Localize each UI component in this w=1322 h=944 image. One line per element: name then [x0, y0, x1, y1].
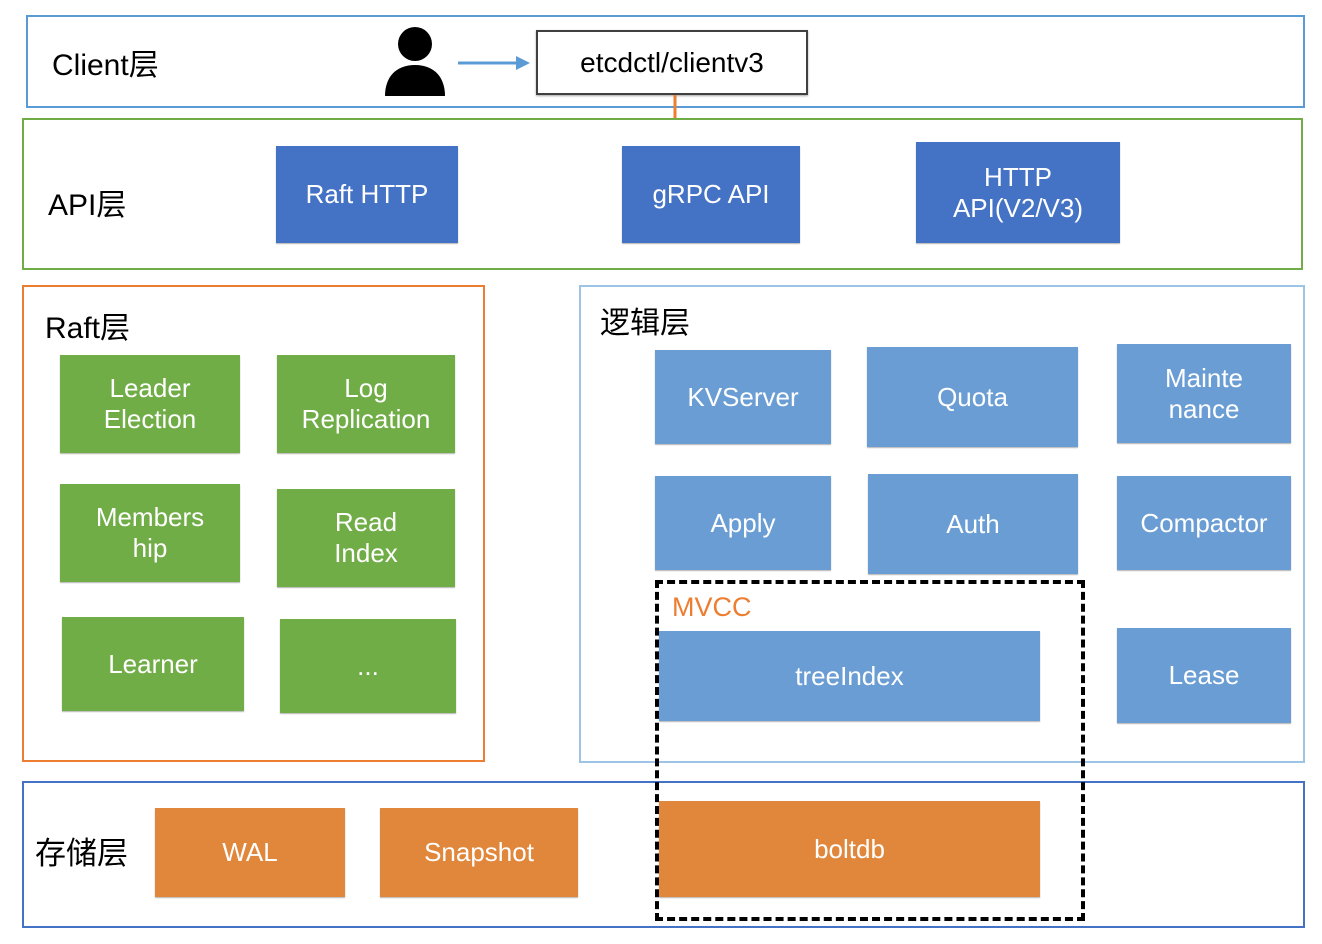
raft-node-read-index[interactable]: Read Index	[277, 489, 455, 587]
logic-node-quota[interactable]: Quota	[867, 347, 1078, 447]
storage-node-snapshot[interactable]: Snapshot	[380, 808, 578, 897]
raft-node-more[interactable]: ...	[280, 619, 456, 713]
arrow-right-icon	[458, 52, 530, 74]
storage-layer-label: 存储层	[35, 836, 128, 871]
storage-node-boltdb[interactable]: boltdb	[659, 801, 1040, 897]
storage-node-wal[interactable]: WAL	[155, 808, 345, 897]
api-node-raft-http[interactable]: Raft HTTP	[276, 146, 458, 243]
raft-node-membership[interactable]: Members hip	[60, 484, 240, 582]
raft-node-leader-election[interactable]: Leader Election	[60, 355, 240, 453]
api-layer-label: API层	[48, 189, 127, 222]
mvcc-label: MVCC	[672, 592, 752, 622]
raft-node-learner[interactable]: Learner	[62, 617, 244, 711]
person-icon	[380, 26, 450, 98]
etcdctl-client-box[interactable]: etcdctl/clientv3	[536, 30, 808, 95]
api-node-http-api[interactable]: HTTP API(V2/V3)	[916, 142, 1120, 243]
raft-node-log-replication[interactable]: Log Replication	[277, 355, 455, 453]
logic-layer-label: 逻辑层	[600, 307, 690, 340]
logic-node-maintenance[interactable]: Mainte nance	[1117, 344, 1291, 443]
logic-node-treeindex[interactable]: treeIndex	[659, 631, 1040, 721]
logic-node-lease[interactable]: Lease	[1117, 628, 1291, 723]
logic-node-apply[interactable]: Apply	[655, 476, 831, 570]
raft-layer-label: Raft层	[45, 312, 131, 345]
client-layer-label: Client层	[52, 49, 159, 82]
logic-node-kvserver[interactable]: KVServer	[655, 350, 831, 444]
api-node-grpc-api[interactable]: gRPC API	[622, 146, 800, 243]
logic-node-auth[interactable]: Auth	[868, 474, 1078, 574]
logic-node-compactor[interactable]: Compactor	[1117, 476, 1291, 570]
